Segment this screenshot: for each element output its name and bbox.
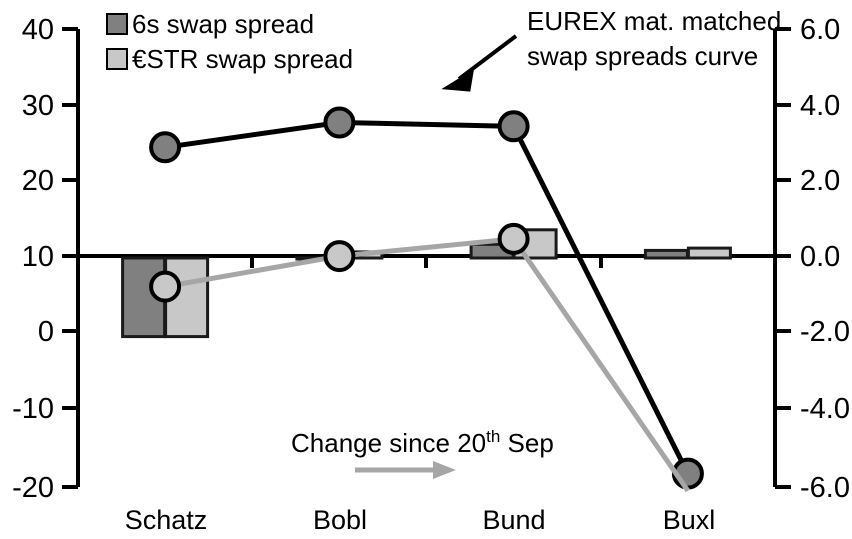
right-tick-label-minus2: -2.0 xyxy=(800,316,850,348)
bar-buxl-estr xyxy=(686,246,732,260)
marker-change-since-bund xyxy=(497,222,530,255)
cat-label-bund: Bund xyxy=(482,505,545,535)
line-series-eurex-curve xyxy=(149,106,704,490)
marker-change-since-schatz xyxy=(149,270,182,303)
left-tick-label-0: 0 xyxy=(38,316,54,348)
right-axis: 6.0 4.0 2.0 0.0 -2.0 -4.0 -6.0 xyxy=(773,14,850,504)
legend-label-6s-swap-spread: 6s swap spread xyxy=(132,9,314,39)
line-series-change-since xyxy=(149,222,690,493)
marker-change-since-bobl xyxy=(323,240,356,273)
legend-label-estr-swap-spread: €STR swap spread xyxy=(132,44,353,74)
callout-arrow-line xyxy=(457,34,518,81)
right-tick-label-6: 6.0 xyxy=(800,14,840,46)
bar-buxl-6s xyxy=(643,248,689,260)
lines-layer xyxy=(149,106,704,493)
change-note-before: Change since 20 xyxy=(291,428,486,458)
change-note-after: Sep xyxy=(500,428,554,458)
right-tick-label-minus4: -4.0 xyxy=(800,393,850,425)
right-tick-label-2: 2.0 xyxy=(800,165,840,197)
callout-arrow-head-icon xyxy=(441,68,475,92)
change-arrow-head-icon xyxy=(433,461,456,479)
left-axis: 40 30 20 10 0 -10 -20 xyxy=(12,14,80,504)
legend: 6s swap spread €STR swap spread xyxy=(106,9,353,74)
callout-line-1: EUREX mat. matched xyxy=(527,6,781,36)
change-note-text: Change since 20th Sep xyxy=(291,427,554,458)
callout-eurex-curve: EUREX mat. matched swap spreads curve xyxy=(441,6,781,92)
category-ticks xyxy=(250,256,603,268)
cat-label-bobl: Bobl xyxy=(313,505,367,535)
right-tick-label-minus6: -6.0 xyxy=(800,472,850,504)
line-path-eurex-curve xyxy=(164,119,691,475)
right-tick-label-4: 4.0 xyxy=(800,90,840,122)
cat-label-schatz: Schatz xyxy=(125,505,208,535)
left-tick-label-30: 30 xyxy=(22,90,54,122)
bar-schatz-6s xyxy=(121,256,167,339)
bars-layer xyxy=(121,228,732,339)
change-note-superscript: th xyxy=(486,427,500,446)
marker-eurex-curve-bobl xyxy=(323,106,356,139)
left-tick-label-minus20: -20 xyxy=(12,472,54,504)
bar-series-estr-swap-spread xyxy=(164,228,732,339)
callout-line-2: swap spreads curve xyxy=(527,41,758,71)
left-tick-label-20: 20 xyxy=(22,165,54,197)
left-tick-label-minus10: -10 xyxy=(12,393,54,425)
marker-eurex-curve-bund xyxy=(497,110,530,143)
line-path-change-since xyxy=(164,236,690,493)
category-axis-labels: Schatz Bobl Bund Buxl xyxy=(125,505,716,535)
left-tick-label-40: 40 xyxy=(22,14,54,46)
marker-eurex-curve-schatz xyxy=(149,131,182,164)
legend-swatch-estr-swap-spread xyxy=(106,48,128,70)
cat-label-buxl: Buxl xyxy=(663,505,716,535)
right-tick-label-0: 0.0 xyxy=(800,241,840,273)
left-tick-label-10: 10 xyxy=(22,241,54,273)
legend-swatch-6s-swap-spread xyxy=(106,13,128,35)
annotation-change-since: Change since 20th Sep xyxy=(291,427,554,479)
